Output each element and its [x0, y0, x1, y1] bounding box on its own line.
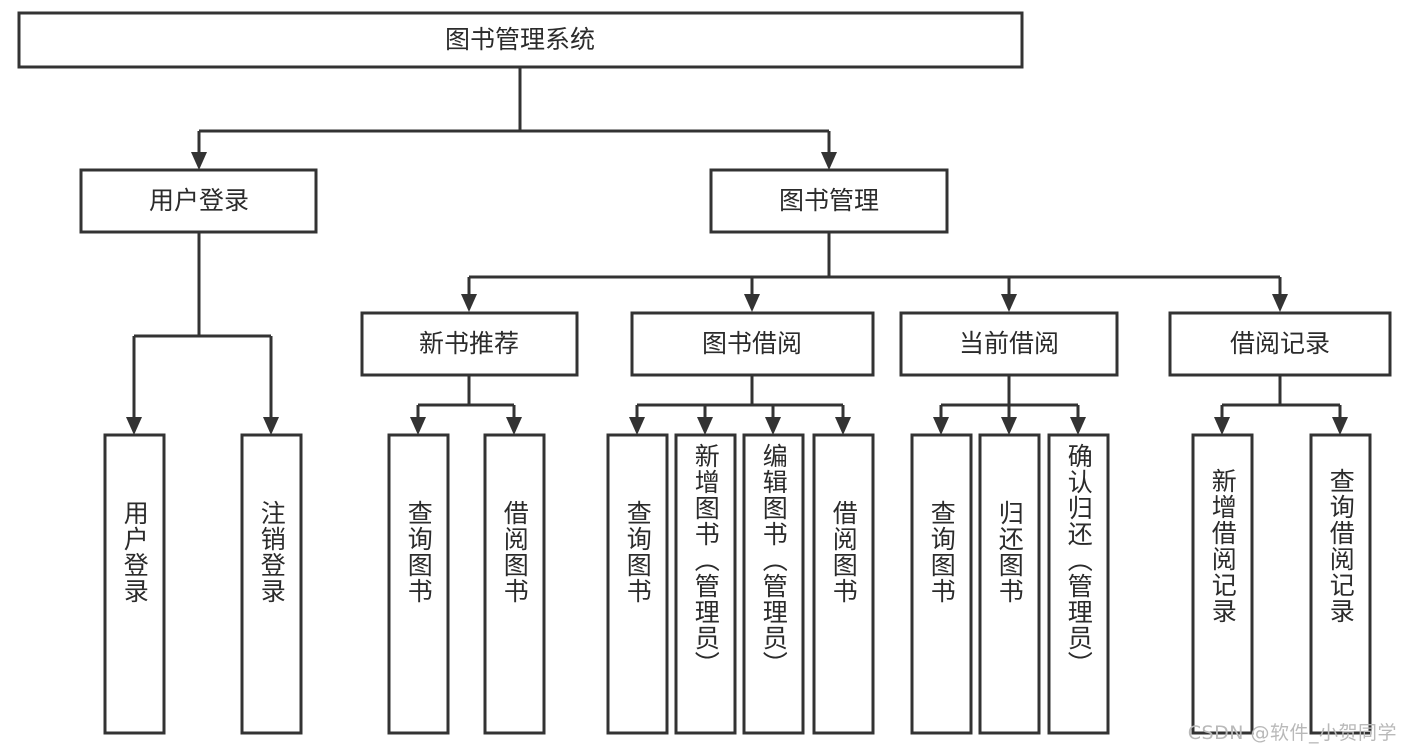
arrow-head-userlogin-child-1	[126, 417, 142, 435]
csdn-watermark: CSDN @软件_小贺同学	[1187, 722, 1397, 744]
arrow-head-newbook-leaf-2	[506, 417, 522, 435]
node-label-new-book-recommend: 新书推荐	[419, 329, 519, 358]
node-label-current-borrow: 当前借阅	[959, 329, 1059, 358]
arrow-head-new-book	[461, 294, 477, 312]
leaf-box-book-borrow-1[interactable]	[606, 433, 669, 735]
node-box-group: 图书管理系统 用户登录 图书管理 新书推荐 图书借阅 当前借阅 借阅记录	[17, 11, 1392, 735]
arrow-head-currentborrow-leaf-2	[1001, 417, 1017, 435]
node-box-borrow-record[interactable]	[1168, 311, 1392, 377]
leaf-box-user-login-1[interactable]	[103, 433, 166, 735]
arrow-head-book-mgmt	[821, 152, 837, 170]
node-box-user-login[interactable]	[79, 168, 318, 234]
node-label-user-login: 用户登录	[149, 186, 249, 215]
arrow-head-currentborrow-leaf-1	[933, 417, 949, 435]
leaf-box-borrow-record-2[interactable]	[1309, 433, 1372, 735]
node-box-current-borrow[interactable]	[899, 311, 1119, 377]
arrow-head-currentborrow-leaf-3	[1070, 417, 1086, 435]
node-box-book-borrow[interactable]	[630, 311, 875, 377]
arrow-head-borrow-record	[1272, 294, 1288, 312]
leaf-box-new-book-1[interactable]	[387, 433, 450, 735]
arrow-head-borrowrecord-leaf-2	[1332, 417, 1348, 435]
node-label-root: 图书管理系统	[445, 25, 595, 54]
arrow-head-bookborrow-leaf-2	[697, 417, 713, 435]
arrow-head-user-login	[191, 152, 207, 170]
arrow-head-bookborrow-leaf-1	[629, 417, 645, 435]
arrow-head-bookborrow-leaf-4	[835, 417, 851, 435]
node-label-borrow-record: 借阅记录	[1230, 329, 1330, 358]
arrow-head-newbook-leaf-1	[410, 417, 426, 435]
node-box-book-management[interactable]	[709, 168, 949, 234]
leaf-box-current-borrow-2[interactable]	[978, 433, 1041, 735]
arrow-head-userlogin-child-2	[263, 417, 279, 435]
arrow-head-book-borrow	[744, 294, 760, 312]
leaf-box-current-borrow-3[interactable]	[1047, 433, 1110, 735]
node-label-book-borrow: 图书借阅	[702, 329, 802, 358]
leaf-box-book-borrow-3[interactable]	[742, 433, 805, 735]
leaf-box-book-borrow-2[interactable]	[674, 433, 737, 735]
node-box-new-book-recommend[interactable]	[360, 311, 579, 377]
arrow-head-bookborrow-leaf-3	[765, 417, 781, 435]
arrow-head-current-borrow	[1001, 294, 1017, 312]
leaf-box-new-book-2[interactable]	[483, 433, 546, 735]
arrow-head-borrowrecord-leaf-1	[1214, 417, 1230, 435]
leaf-box-user-login-2[interactable]	[240, 433, 303, 735]
connector-group	[126, 67, 1348, 435]
leaf-box-book-borrow-4[interactable]	[812, 433, 875, 735]
node-label-book-management: 图书管理	[779, 186, 879, 215]
leaf-box-current-borrow-1[interactable]	[910, 433, 973, 735]
node-box-root[interactable]	[17, 11, 1024, 69]
leaf-box-borrow-record-1[interactable]	[1191, 433, 1254, 735]
